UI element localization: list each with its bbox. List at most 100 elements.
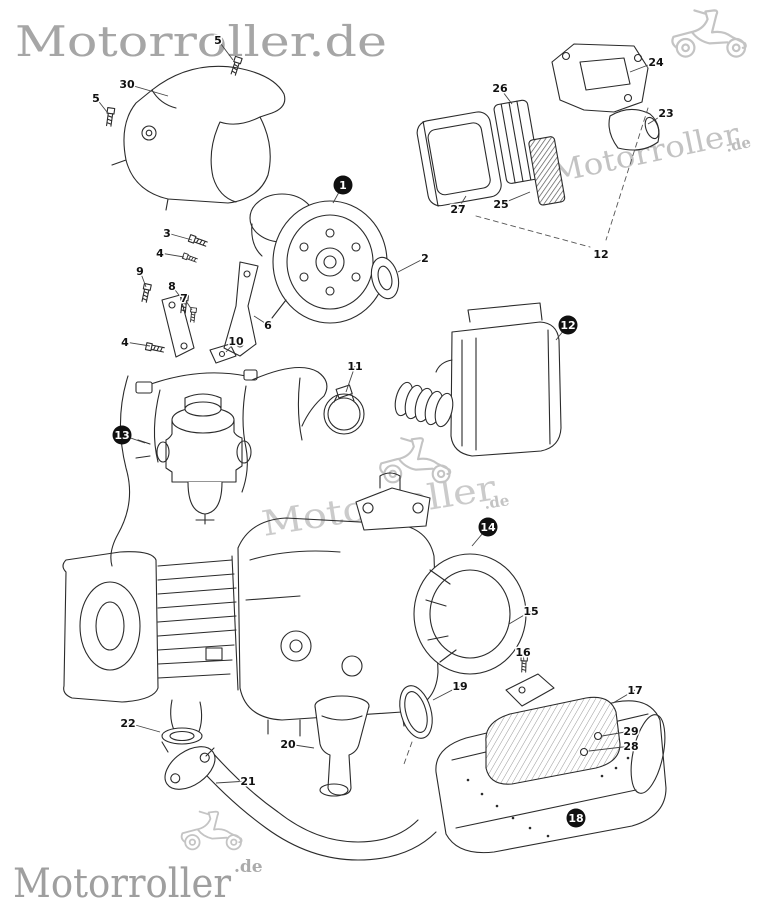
- dashed-leader-line: [605, 107, 649, 241]
- scooter-logo-middle: [379, 437, 452, 484]
- callout-14: 14: [471, 517, 498, 547]
- muffler-perforations: [466, 756, 630, 838]
- callout-29: 29: [601, 724, 640, 740]
- svg-text:29: 29: [623, 725, 638, 738]
- dashed-leader-line: [475, 215, 591, 248]
- svg-text:30: 30: [119, 78, 135, 91]
- svg-text:19: 19: [452, 680, 467, 693]
- svg-text:25: 25: [493, 198, 508, 211]
- callout-19: 19: [432, 679, 469, 701]
- exhaust-pipe-outer: [195, 763, 437, 861]
- callout-2: 2: [397, 251, 430, 273]
- callout-7: 7: [179, 291, 193, 311]
- part-airbox: [394, 302, 562, 457]
- watermark-middle-suffix: .de: [483, 491, 511, 513]
- callout-17: 17: [612, 683, 644, 704]
- callout-20: 20: [279, 737, 315, 753]
- svg-text:14: 14: [480, 521, 496, 534]
- part-flywheel-magneto: [249, 193, 388, 324]
- part-intake-snorkel: [608, 108, 660, 151]
- watermark-bottom-suffix: .de: [234, 857, 263, 877]
- svg-text:20: 20: [280, 738, 296, 751]
- svg-text:6: 6: [264, 319, 272, 332]
- svg-text:17: 17: [627, 684, 642, 697]
- callout-4: 4: [155, 246, 185, 262]
- part-carburetor: [135, 393, 252, 525]
- svg-text:9: 9: [136, 265, 144, 278]
- scooter-logo-top-right: [671, 9, 747, 58]
- drawing-layer: [62, 43, 667, 861]
- callout-23: 23: [647, 106, 675, 125]
- part-exhaust-ring-gasket: [161, 727, 203, 745]
- callout-26: 26: [491, 81, 513, 105]
- svg-text:13: 13: [114, 429, 129, 442]
- part-seal: [370, 256, 400, 300]
- callout-16: 16: [514, 645, 532, 663]
- watermark-layer: Motorroller.de Motorroller .de Motorroll…: [13, 9, 753, 907]
- part-mount-bracket: [551, 43, 649, 113]
- svg-text:16: 16: [515, 646, 531, 659]
- part-muffler: [435, 696, 667, 854]
- part-exhaust-system: [161, 696, 667, 861]
- callout-5: 5: [213, 33, 234, 61]
- part-filter-screen: [528, 136, 566, 206]
- callout-18: 18: [566, 808, 586, 828]
- callout-21: 21: [215, 774, 257, 790]
- callout-27: 27: [449, 195, 467, 218]
- svg-text:8: 8: [168, 280, 176, 293]
- part-hose-clamp: [323, 384, 365, 435]
- svg-text:24: 24: [648, 56, 664, 69]
- watermark-top-left: Motorroller.de: [15, 17, 387, 66]
- svg-text:3: 3: [163, 227, 171, 240]
- part-exhaust-gasket: [399, 685, 433, 765]
- svg-text:7: 7: [180, 292, 188, 305]
- callout-25: 25: [492, 191, 531, 213]
- callout-4: 4: [120, 335, 151, 351]
- watermark-right-suffix: .de: [724, 133, 752, 156]
- svg-text:18: 18: [568, 812, 583, 825]
- callout-9: 9: [135, 264, 147, 288]
- part-bracket-set: [161, 261, 259, 364]
- part-wiring-harness: [110, 367, 328, 567]
- svg-text:28: 28: [623, 740, 638, 753]
- svg-text:1: 1: [339, 179, 347, 192]
- svg-text:2: 2: [421, 252, 429, 265]
- svg-text:11: 11: [347, 360, 362, 373]
- part-fan-shroud: [111, 65, 286, 211]
- part-intake-funnel: [314, 695, 370, 797]
- svg-text:12: 12: [593, 248, 608, 261]
- callout-8: 8: [167, 279, 183, 300]
- callout-6: 6: [253, 315, 274, 334]
- callout-11: 11: [345, 359, 364, 393]
- callout-12: 12: [555, 315, 578, 341]
- svg-text:26: 26: [492, 82, 508, 95]
- callout-1: 1: [332, 175, 353, 204]
- svg-text:27: 27: [450, 203, 465, 216]
- scooter-logo-bottom: [180, 810, 243, 851]
- callout-12: 12: [592, 247, 610, 263]
- svg-text:12: 12: [560, 319, 575, 332]
- callout-13: 13: [112, 425, 146, 445]
- part-filter-element: [493, 99, 541, 184]
- svg-text:10: 10: [228, 335, 244, 348]
- callout-15: 15: [508, 604, 540, 625]
- part-heat-shield: [485, 696, 621, 785]
- svg-text:4: 4: [121, 336, 129, 349]
- part-corrugated-duct: [394, 381, 454, 428]
- svg-text:4: 4: [156, 247, 164, 260]
- svg-text:22: 22: [120, 717, 135, 730]
- part-airfilter-housing: [416, 111, 502, 207]
- callout-10: 10: [225, 334, 245, 353]
- svg-text:21: 21: [240, 775, 255, 788]
- callout-3: 3: [162, 226, 193, 242]
- callout-28: 28: [588, 739, 640, 755]
- callout-24: 24: [629, 55, 665, 73]
- svg-text:5: 5: [214, 34, 222, 47]
- svg-text:15: 15: [523, 605, 538, 618]
- watermark-bottom: Motorroller: [13, 861, 232, 907]
- part-exhaust-flange: [164, 746, 216, 790]
- svg-text:23: 23: [658, 107, 673, 120]
